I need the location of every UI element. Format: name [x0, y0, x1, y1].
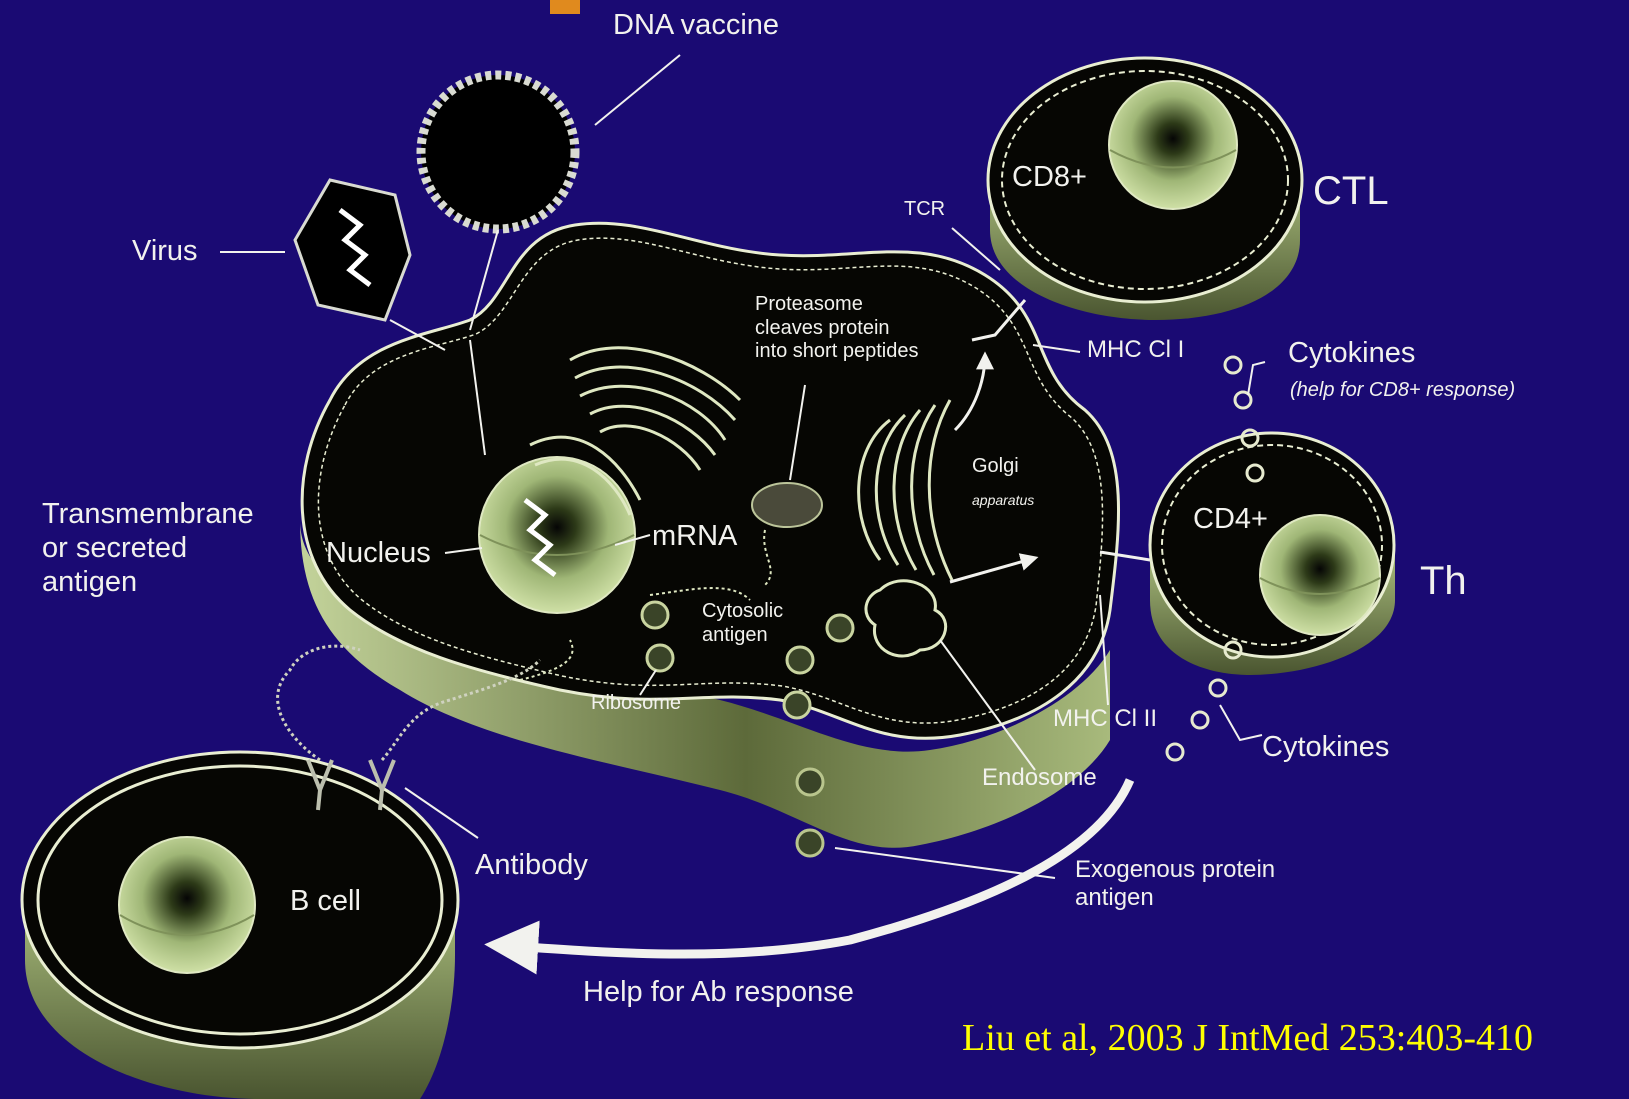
- label-cytokines-top: Cytokines: [1288, 336, 1415, 370]
- label-cd4: CD4+: [1193, 502, 1268, 536]
- b-cell: [22, 752, 458, 1099]
- label-ctl: CTL: [1313, 168, 1389, 215]
- label-th: Th: [1420, 558, 1467, 605]
- label-nucleus: Nucleus: [326, 536, 431, 570]
- label-cytokines-bottom: Cytokines: [1262, 730, 1389, 764]
- label-exogenous-antigen: Exogenous protein antigen: [1075, 856, 1275, 913]
- label-cytokines-top-note: (help for CD8+ response): [1290, 379, 1515, 403]
- label-cd8: CD8+: [1012, 160, 1087, 194]
- label-antibody: Antibody: [475, 848, 588, 882]
- nucleus: [479, 457, 635, 613]
- label-mrna: mRNA: [652, 519, 737, 553]
- label-cytosolic-antigen: Cytosolic antigen: [702, 600, 783, 647]
- proteasome: [752, 483, 822, 527]
- label-mhc-class-2: MHC Cl II: [1053, 705, 1157, 733]
- label-transmembrane-antigen: Transmembrane or secreted antigen: [42, 497, 254, 600]
- label-endosome: Endosome: [982, 764, 1097, 792]
- label-help-ab-response: Help for Ab response: [583, 975, 854, 1009]
- label-golgi: Golgi: [972, 455, 1019, 479]
- ctl-cell: [972, 58, 1302, 340]
- citation: Liu et al, 2003 J IntMed 253:403-410: [962, 1016, 1533, 1060]
- label-ribosome: Ribosome: [591, 692, 681, 716]
- label-golgi-apparatus: apparatus: [972, 492, 1034, 509]
- label-proteasome: Proteasome cleaves protein into short pe…: [755, 293, 918, 364]
- label-tcr: TCR: [904, 198, 945, 222]
- header-marker: [550, 0, 580, 14]
- virus-particle: [295, 180, 445, 350]
- label-virus: Virus: [132, 234, 198, 268]
- label-dna-vaccine: DNA vaccine: [613, 8, 779, 42]
- label-b-cell: B cell: [290, 884, 361, 918]
- label-mhc-class-1: MHC Cl I: [1087, 336, 1184, 364]
